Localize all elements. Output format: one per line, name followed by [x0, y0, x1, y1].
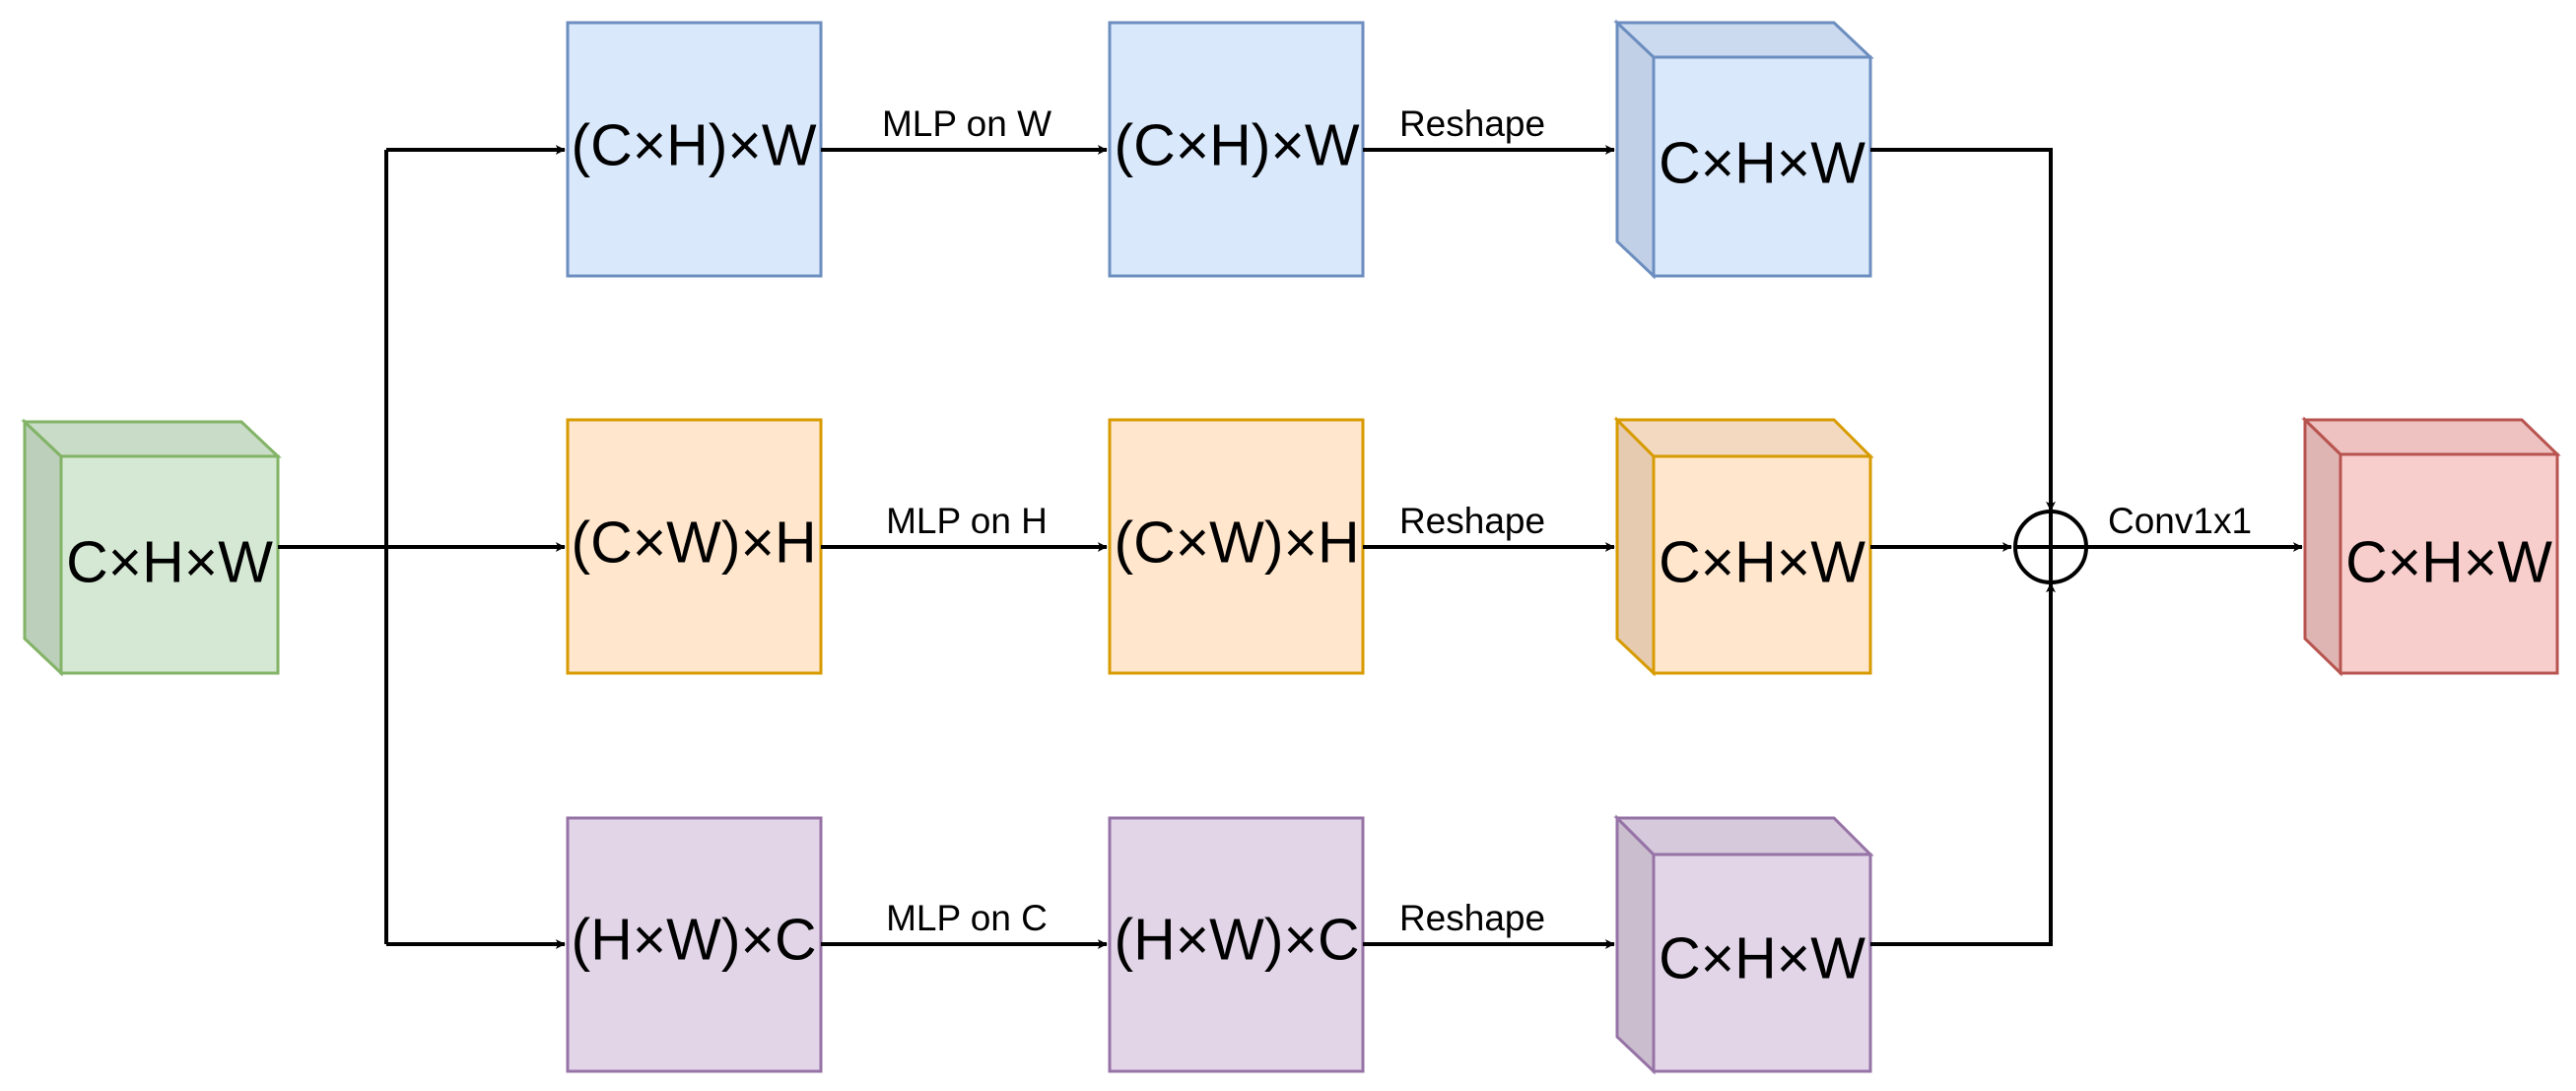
- row-w-input-label: (C×H)×W: [571, 113, 816, 178]
- row-h-cube-top-face: [1613, 418, 1874, 458]
- row-w-cube-side-face: [1615, 19, 1656, 280]
- row-c-output-label: (H×W)×C: [1114, 908, 1359, 973]
- merge-connectors: [1870, 148, 2056, 946]
- row-w-output-label: (C×H)×W: [1114, 113, 1359, 178]
- row-c-reshape-label: Reshape: [1399, 898, 1545, 938]
- row-w-cube-front-face: [1652, 55, 1872, 278]
- output-cube-front-face: [2339, 452, 2559, 675]
- row-w-cube: C×H×W: [1613, 19, 1874, 280]
- row-h-cube-label: C×H×W: [1659, 530, 1865, 595]
- row-c-cube-top-face: [1613, 816, 1874, 856]
- branch-connectors: [278, 145, 566, 949]
- row-c-mlp-label: MLP on C: [886, 898, 1048, 938]
- output-cube-label: C×H×W: [2345, 530, 2552, 595]
- row-w-cube-top-face: [1613, 21, 1874, 59]
- input-cube-front-face: [59, 454, 280, 675]
- row-w-cube-label: C×H×W: [1659, 131, 1865, 196]
- row-w-mlp-label: MLP on W: [882, 103, 1051, 144]
- row-h-cube: C×H×W: [1613, 416, 1874, 677]
- row-c-input-box: [566, 816, 823, 1073]
- row-mlp-c: (H×W)×C MLP on C (H×W)×C Reshape C×H×W: [566, 814, 1874, 1075]
- row-w-input-box: [566, 21, 823, 278]
- row-c-to-sum-line: [1870, 582, 2056, 946]
- row-h-reshape-label: Reshape: [1399, 501, 1545, 541]
- row-h-input-box: [566, 418, 823, 675]
- row-mlp-h: (C×W)×H MLP on H (C×W)×H Reshape C×H×W: [566, 416, 1874, 677]
- row-c-cube-label: C×H×W: [1659, 926, 1865, 991]
- row-c-cube-front-face: [1652, 852, 1872, 1073]
- row-w-reshape-label: Reshape: [1399, 103, 1545, 144]
- output-cube-top-face: [2301, 418, 2561, 456]
- conv-label: Conv1x1: [2108, 501, 2252, 541]
- row-h-mlp-label: MLP on H: [886, 501, 1048, 541]
- row-mlp-w: (C×H)×W MLP on W (C×H)×W Reshape C×H×W: [566, 19, 1874, 280]
- input-cube-top-face: [21, 420, 282, 458]
- sum-operator-icon: [2013, 510, 2088, 584]
- row-c-input-label: (H×W)×C: [571, 908, 816, 973]
- row-c-cube-side-face: [1615, 814, 1656, 1075]
- row-h-cube-front-face: [1652, 454, 1872, 675]
- row-h-output-label: (C×W)×H: [1114, 511, 1359, 576]
- row-h-input-label: (C×W)×H: [571, 511, 816, 576]
- input-cube-label: C×H×W: [66, 530, 273, 595]
- row-c-cube: C×H×W: [1613, 814, 1874, 1075]
- output-cube: C×H×W: [2301, 416, 2561, 677]
- input-cube-side-face: [23, 418, 63, 677]
- row-w-to-sum-line: [1870, 148, 2056, 511]
- input-cube: C×H×W: [21, 418, 282, 677]
- row-c-output-box: [1108, 816, 1365, 1073]
- row-h-cube-side-face: [1615, 416, 1656, 677]
- output-cube-side-face: [2303, 416, 2342, 677]
- row-h-output-box: [1108, 418, 1365, 675]
